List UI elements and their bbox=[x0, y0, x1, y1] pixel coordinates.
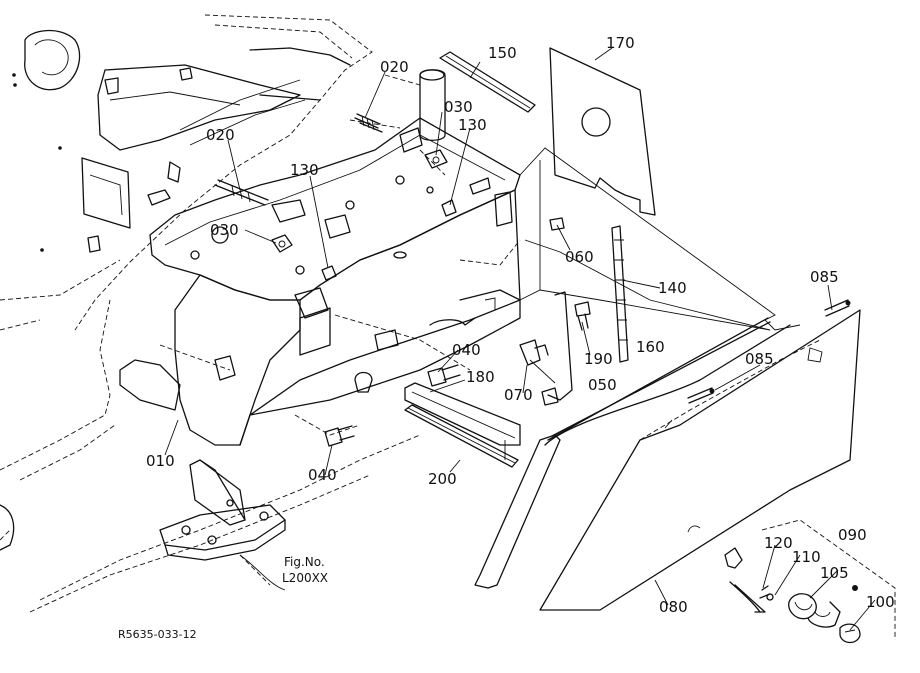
fig-no-label: Fig.No. bbox=[284, 555, 325, 569]
frame-outline bbox=[0, 14, 373, 331]
main-housing-010 bbox=[119, 74, 521, 446]
callout-150: 150 bbox=[488, 44, 517, 62]
callout-140: 140 bbox=[658, 279, 687, 297]
callout-labels: 010 020 020 030 030 040 040 050 060 070 … bbox=[146, 34, 895, 616]
bolts-040 bbox=[324, 364, 461, 447]
figure-info: Fig.No. L200XX R5635-033-12 bbox=[118, 555, 328, 641]
rod-140 bbox=[611, 225, 629, 363]
callout-105: 105 bbox=[820, 564, 849, 582]
fig-no-value: L200XX bbox=[282, 571, 328, 585]
callout-110: 110 bbox=[792, 548, 821, 566]
callout-170: 170 bbox=[606, 34, 635, 52]
fasteners-lower bbox=[519, 217, 591, 406]
callout-130-left: 130 bbox=[290, 161, 319, 179]
callout-020-left: 020 bbox=[206, 126, 235, 144]
plate-170 bbox=[549, 47, 656, 216]
callout-200: 200 bbox=[428, 470, 457, 488]
callout-040-lower: 040 bbox=[308, 466, 337, 484]
callout-085-right: 085 bbox=[810, 268, 839, 286]
callout-180: 180 bbox=[466, 368, 495, 386]
drawing-code: R5635-033-12 bbox=[118, 628, 197, 641]
callout-130-upper: 130 bbox=[458, 116, 487, 134]
callout-190: 190 bbox=[584, 350, 613, 368]
side-panel-160 bbox=[519, 147, 801, 331]
strip-150 bbox=[439, 51, 536, 113]
callout-040-upper: 040 bbox=[452, 341, 481, 359]
callout-090: 090 bbox=[838, 526, 867, 544]
callout-030-left: 030 bbox=[210, 221, 239, 239]
callout-010: 010 bbox=[146, 452, 175, 470]
callout-060: 060 bbox=[565, 248, 594, 266]
callout-160: 160 bbox=[636, 338, 665, 356]
cover-080 bbox=[474, 299, 861, 613]
callout-050: 050 bbox=[588, 376, 617, 394]
callout-085-mid: 085 bbox=[745, 350, 774, 368]
lock-assembly-090 bbox=[759, 519, 896, 644]
leader-lines bbox=[164, 47, 876, 631]
support-bracket bbox=[159, 459, 286, 591]
callout-070: 070 bbox=[504, 386, 533, 404]
callout-020-upper: 020 bbox=[380, 58, 409, 76]
strips-180-200 bbox=[404, 382, 521, 468]
callout-080: 080 bbox=[659, 598, 688, 616]
fasteners-upper bbox=[214, 69, 491, 281]
callout-030-upper: 030 bbox=[444, 98, 473, 116]
callout-120: 120 bbox=[764, 534, 793, 552]
callout-100: 100 bbox=[866, 593, 895, 611]
frame-rails bbox=[0, 299, 421, 613]
